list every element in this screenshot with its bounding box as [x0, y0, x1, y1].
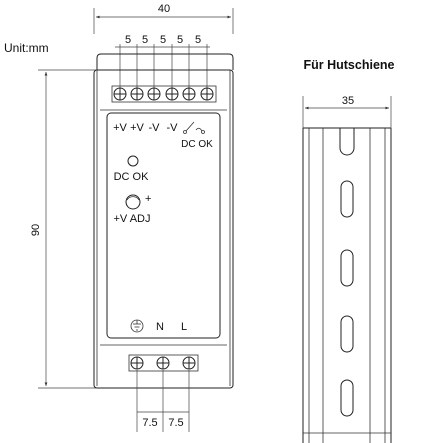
- bottom-terminal-neutral: [156, 356, 170, 370]
- top-terminal-block: [111, 85, 217, 103]
- unit-label: Unit:mm: [4, 41, 49, 55]
- adjust-plus-label: +: [145, 193, 151, 205]
- rail-slot-1: [340, 180, 354, 218]
- height-dim-label: 90: [30, 224, 42, 236]
- top-terminal-3: [147, 87, 161, 101]
- bottom-pitch-label-1: 7.5: [142, 417, 157, 429]
- din-rail: [302, 127, 392, 443]
- top-terminal-2: [130, 87, 144, 101]
- pitch-label-1: 5: [125, 34, 131, 46]
- ground-symbol-icon: [130, 319, 144, 333]
- top-terminal-5: [182, 87, 196, 101]
- line-label: L: [181, 321, 187, 333]
- dc-ok-led-label: DC OK: [114, 171, 150, 183]
- front-label-panel: +V +V -V -V DC OK DC OK + +V ADJ: [106, 112, 221, 339]
- bottom-terminal-ground: [130, 356, 144, 370]
- pitch-label-3: 5: [160, 34, 166, 46]
- bottom-terminal-line: [182, 356, 196, 370]
- neutral-label: N: [156, 321, 164, 333]
- width-dim-label: 40: [158, 3, 170, 15]
- width-dimension: 40: [93, 3, 234, 34]
- output-label-4: -V: [167, 122, 179, 134]
- output-label-1: +V: [113, 122, 127, 134]
- voltage-adjust-knob-icon: [125, 194, 141, 210]
- top-terminal-4: [165, 87, 179, 101]
- pitch-dimension: 5 5 5 5 5: [115, 34, 210, 96]
- rail-width-label: 35: [342, 95, 354, 107]
- voltage-adjust-label: +V ADJ: [114, 213, 151, 225]
- rail-slot-2: [340, 249, 354, 287]
- power-supply-housing: [93, 53, 234, 389]
- rail-title: Für Hutschiene: [304, 58, 395, 72]
- rail-width-dimension: 35: [302, 95, 392, 135]
- output-label-3: -V: [149, 122, 161, 134]
- pitch-label-2: 5: [142, 34, 148, 46]
- bottom-pitch-dimension: 7.5 7.5: [136, 370, 190, 432]
- pitch-label-4: 5: [177, 34, 183, 46]
- output-label-2: +V: [130, 122, 144, 134]
- rail-slot-3: [340, 315, 354, 353]
- bottom-pitch-label-2: 7.5: [168, 417, 183, 429]
- top-terminal-1: [113, 87, 127, 101]
- pitch-label-5: 5: [195, 34, 201, 46]
- height-dimension: 90: [30, 69, 96, 389]
- dc-ok-terminal-label: DC OK: [181, 139, 213, 150]
- dc-ok-led-icon: [127, 155, 139, 167]
- relay-contact-icon: [183, 121, 205, 134]
- rail-slot-4: [340, 379, 354, 417]
- top-terminal-6: [200, 87, 214, 101]
- bottom-terminal-block: [128, 354, 199, 372]
